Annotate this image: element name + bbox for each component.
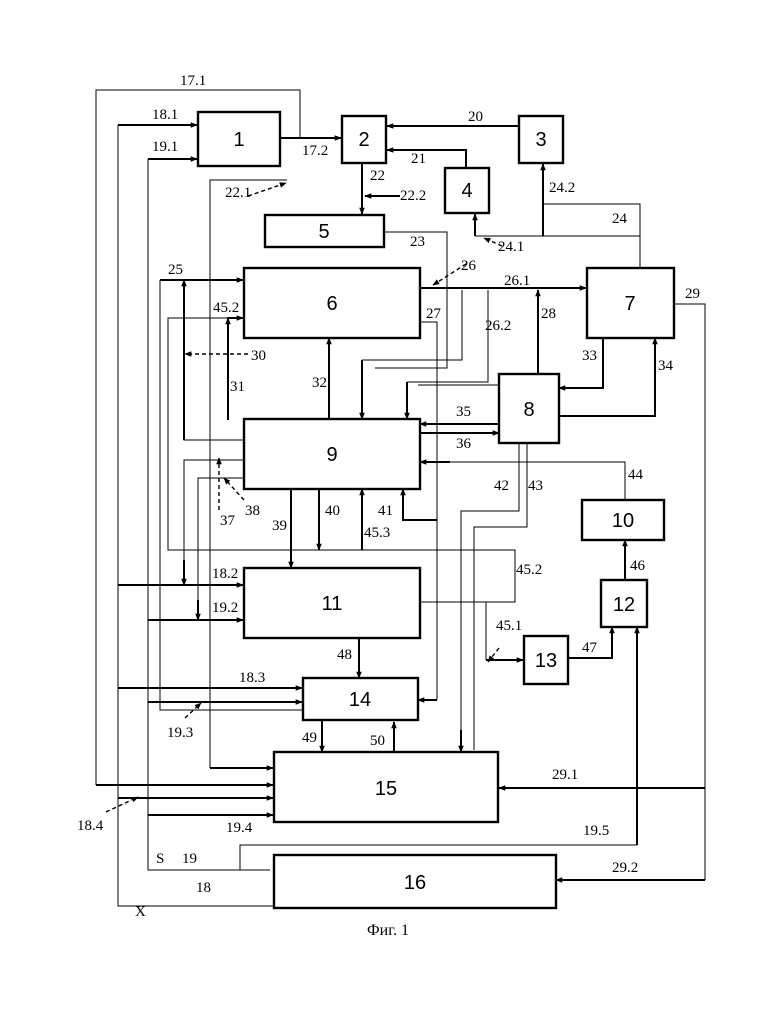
link-label: 17.2: [302, 143, 328, 159]
link-label: 39: [272, 518, 287, 534]
link-label: 24.1: [498, 239, 524, 255]
link-label: 38: [245, 503, 260, 519]
link-label: 19.2: [212, 600, 238, 616]
link-label: 45.2: [213, 300, 239, 316]
link-label: 45.1: [496, 618, 522, 634]
link-label: 29: [685, 286, 700, 302]
block-7-label: 7: [624, 293, 635, 315]
link-label: 27: [426, 306, 442, 322]
block-10-label: 10: [612, 510, 634, 532]
link-label: 47: [582, 640, 598, 656]
block-4-label: 4: [461, 180, 472, 202]
link-label: 37: [220, 513, 236, 529]
link-label: 26.1: [504, 273, 530, 289]
link-label: 18.3: [239, 670, 265, 686]
link-label: 34: [658, 358, 674, 374]
block-15-label: 15: [375, 778, 397, 800]
link-label: 24.2: [549, 180, 575, 196]
link-label: 31: [230, 379, 245, 395]
link-label: 29.2: [612, 860, 638, 876]
link-label: 40: [325, 503, 340, 519]
block-12-label: 12: [613, 594, 635, 616]
link-label: 26.2: [485, 318, 511, 334]
link-label: 26: [461, 258, 477, 274]
link-label: 18.2: [212, 566, 238, 582]
link-label: 19.5: [583, 823, 609, 839]
link-label: 50: [370, 733, 385, 749]
block-13-label: 13: [535, 650, 557, 672]
link-label: 30: [251, 348, 266, 364]
block-8-label: 8: [523, 399, 534, 421]
link-label: 18: [196, 880, 211, 896]
link-label: 19.4: [226, 820, 253, 836]
link-label: 46: [630, 558, 646, 574]
block-6-label: 6: [326, 293, 337, 315]
block-2-label: 2: [358, 129, 369, 151]
link-label: 45.2: [516, 562, 542, 578]
link-label: 35: [456, 404, 471, 420]
link-label: 24: [612, 211, 628, 227]
link-label: 22: [370, 168, 385, 184]
block-5-label: 5: [318, 221, 329, 243]
link-label: 18.1: [152, 107, 178, 123]
link-label: 25: [168, 262, 183, 278]
link-label: S: [156, 851, 164, 867]
link-label: 36: [456, 436, 472, 452]
link-label: 44: [628, 467, 644, 483]
link-label: 18.4: [77, 818, 104, 834]
block-9-label: 9: [326, 444, 337, 466]
link-label: 29.1: [552, 767, 578, 783]
link-label: 43: [528, 478, 543, 494]
link-label: 19.3: [167, 725, 193, 741]
link-label: 19.1: [152, 139, 178, 155]
link-label: 20: [468, 109, 483, 125]
link-label: 41: [378, 503, 393, 519]
link-label: 22.1: [225, 185, 251, 201]
block-14-label: 14: [349, 689, 371, 711]
link-label: 19: [182, 851, 197, 867]
link-label: 22.2: [400, 188, 426, 204]
block-11-label: 11: [322, 593, 343, 615]
link-label: X: [135, 904, 146, 920]
link-label: 28: [541, 306, 556, 322]
figure-caption: Фиг. 1: [367, 922, 409, 939]
link-label: 21: [411, 151, 426, 167]
link-label: 17.1: [180, 73, 206, 89]
link-label: 42: [494, 478, 509, 494]
link-label: 23: [410, 234, 425, 250]
block-16-label: 16: [404, 872, 426, 894]
link-label: 48: [337, 647, 352, 663]
link-label: 49: [302, 730, 317, 746]
block-3-label: 3: [535, 129, 546, 151]
block-1-label: 1: [233, 129, 244, 151]
link-label: 32: [312, 375, 327, 391]
link-label: 33: [582, 348, 597, 364]
link-label: 45.3: [364, 525, 390, 541]
